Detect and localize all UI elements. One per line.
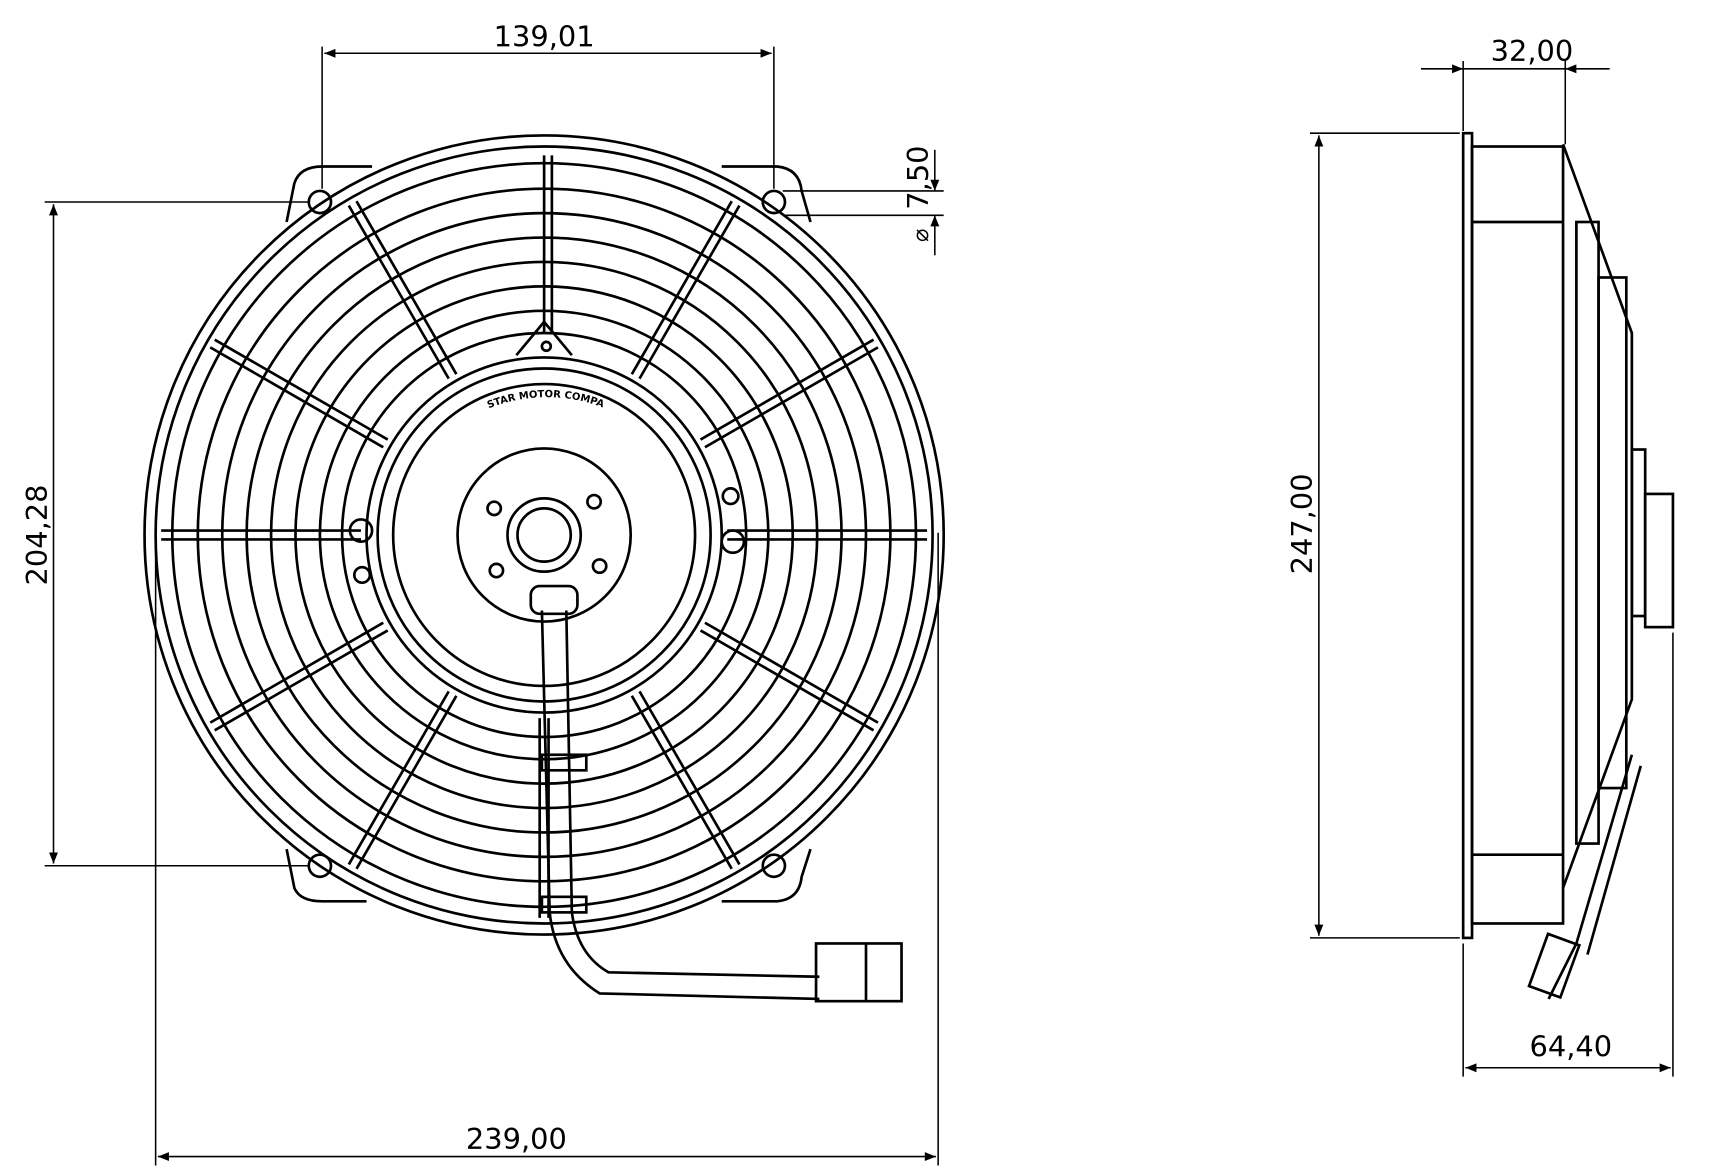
diameter-symbol: ⌀ [908,229,934,242]
front-view: STAR MOTOR COMPANY [0,0,946,1003]
grille-spoke [699,338,875,441]
brand-logo-text: STAR MOTOR COMPANY [0,0,606,411]
side-view [1461,131,1675,1000]
mount-hole-icon [761,853,787,879]
dim-hole-spacing-height: 204,28 [20,485,54,586]
grille-spoke [699,629,875,732]
dim-overall-width: 239,00 [466,1122,567,1156]
grille-spoke [704,346,879,449]
grille-spoke [214,629,389,732]
dimension-labels: 139,01 204,28 239,00 7,50 ⌀ 32,00 247,00… [20,20,1612,1156]
grille-spoke [704,621,879,724]
wire-connector [814,942,903,1003]
dim-overall-depth: 64,40 [1530,1030,1613,1064]
dim-hole-diameter: 7,50 [901,145,935,209]
power-wire [540,610,820,1001]
motor-hub [1643,492,1675,629]
dim-hole-spacing-width: 139,01 [494,20,595,54]
grille-spoke [630,695,733,870]
grille-ring [143,134,946,936]
grille-spoke [347,204,450,380]
grille-spoke [630,200,733,375]
grille-spoke [355,200,458,375]
dimension-lines [44,46,1674,1166]
grille-spoke [214,338,389,441]
grille-spoke [347,690,450,866]
grille-spoke [638,204,741,380]
grille-spoke [209,621,384,724]
dim-frame-depth: 32,00 [1491,34,1574,68]
grille-spoke [355,695,458,870]
dim-overall-height: 247,00 [1285,473,1319,574]
grille-spoke [209,346,384,449]
grille-spoke [638,690,741,866]
